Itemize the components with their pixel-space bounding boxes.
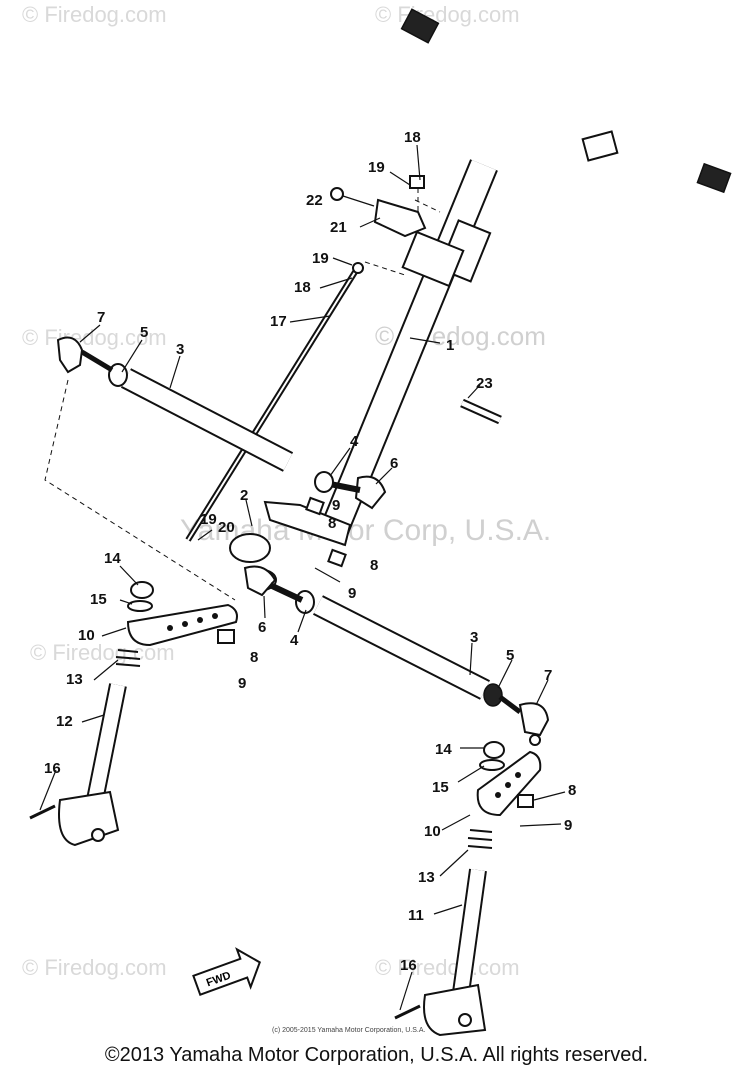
part-label-9: 9 — [238, 675, 246, 692]
part-label-8: 8 — [568, 782, 576, 799]
part-label-3: 3 — [470, 629, 478, 646]
part-label-12: 12 — [56, 713, 73, 730]
part-label-14: 14 — [435, 741, 452, 758]
part-label-8: 8 — [328, 515, 336, 532]
part-label-6: 6 — [390, 455, 398, 472]
watermark: © Firedog.com — [22, 955, 167, 980]
part-label-14: 14 — [104, 550, 121, 567]
part-label-10: 10 — [78, 627, 95, 644]
watermark: © Firedog.com — [22, 2, 167, 27]
rod-ends-6 — [243, 471, 387, 603]
part-label-22: 22 — [306, 192, 323, 209]
part-label-9: 9 — [332, 497, 340, 514]
pin-23 — [460, 398, 502, 425]
assembly-line — [44, 379, 236, 601]
part-label-8: 8 — [250, 649, 258, 666]
leaders — [39, 144, 566, 1011]
part-labels: 18 19 22 21 19 18 17 7 5 3 1 23 4 6 9 8 … — [44, 129, 576, 974]
part-label-13: 13 — [66, 671, 83, 688]
watermark: © Firedog.com — [375, 955, 520, 980]
part-label-19: 19 — [368, 159, 385, 176]
left-spindle-assembly — [29, 581, 238, 847]
part-label-6: 6 — [258, 619, 266, 636]
part-label-19: 19 — [312, 250, 329, 267]
part-label-9: 9 — [348, 585, 356, 602]
part-label-16: 16 — [44, 760, 61, 777]
part-label-18: 18 — [404, 129, 421, 146]
part-label-8: 8 — [370, 557, 378, 574]
part-label-17: 17 — [270, 313, 287, 330]
center-nuts — [305, 496, 347, 583]
part-label-4: 4 — [290, 632, 299, 649]
part-label-5: 5 — [506, 647, 514, 664]
part-label-9: 9 — [564, 817, 572, 834]
part-label-18: 18 — [294, 279, 311, 296]
right-spindle-assembly — [394, 741, 542, 1037]
part-label-1: 1 — [446, 337, 454, 354]
part-label-15: 15 — [90, 591, 107, 608]
part-label-16: 16 — [400, 957, 417, 974]
copyright-footer: ©2013 Yamaha Motor Corporation, U.S.A. A… — [104, 1044, 649, 1066]
tie-rod-left — [56, 336, 294, 472]
part-label-10: 10 — [424, 823, 441, 840]
part-label-19: 19 — [200, 511, 217, 528]
fwd-arrow: FWD — [192, 947, 262, 996]
part-label-7: 7 — [544, 667, 552, 684]
small-copyright: (c) 2005-2015 Yamaha Motor Corporation, … — [272, 1027, 425, 1034]
part-label-4: 4 — [350, 433, 359, 450]
part-label-7: 7 — [97, 309, 105, 326]
part-label-21: 21 — [330, 219, 347, 236]
part-label-15: 15 — [432, 779, 449, 796]
part-label-2: 2 — [240, 487, 248, 504]
part-label-3: 3 — [176, 341, 184, 358]
tie-rod-right — [295, 590, 550, 746]
part-label-23: 23 — [476, 375, 493, 392]
part-label-11: 11 — [408, 907, 424, 924]
part-label-20: 20 — [218, 519, 235, 536]
watermark: © Firedog.com — [375, 2, 520, 27]
handlebar — [229, 8, 732, 591]
part-label-13: 13 — [418, 869, 435, 886]
part-label-5: 5 — [140, 324, 148, 341]
